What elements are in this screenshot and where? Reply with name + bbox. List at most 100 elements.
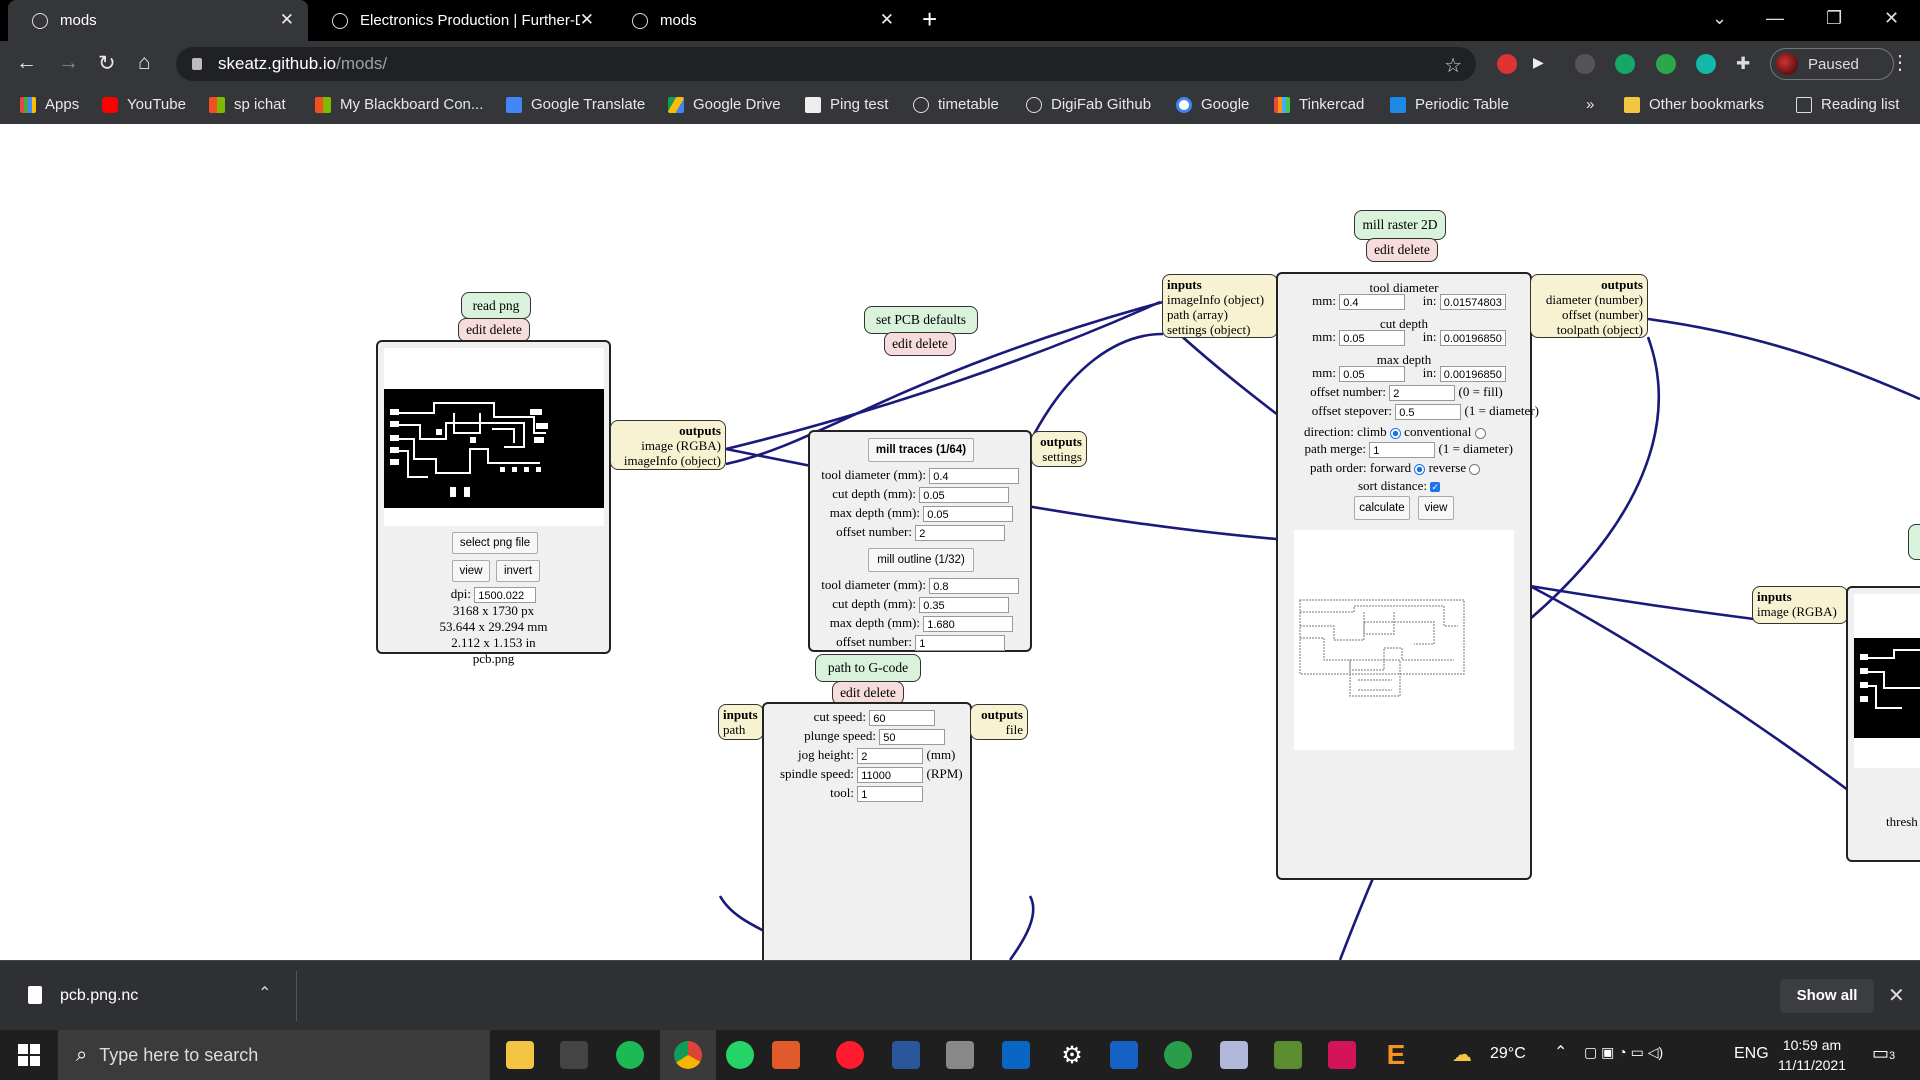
puzzle-extensions-icon[interactable]: ✚ bbox=[1736, 54, 1751, 73]
minimize-button[interactable]: — bbox=[1766, 8, 1784, 28]
input-settings[interactable]: settings (object) bbox=[1167, 322, 1251, 337]
new-tab-button[interactable]: + bbox=[922, 4, 938, 34]
input-imageinfo[interactable]: imageInfo (object) bbox=[1167, 292, 1265, 307]
tab-search-icon[interactable]: ⌄ bbox=[1712, 8, 1728, 28]
output-image[interactable]: image (RGBA) bbox=[641, 438, 721, 453]
tab-mods-active[interactable]: mods ✕ bbox=[8, 0, 308, 41]
minecraft-icon[interactable] bbox=[1274, 1041, 1302, 1069]
tool-diameter-in-input[interactable]: 0.01574803 bbox=[1439, 294, 1506, 311]
globe-app-icon[interactable] bbox=[1164, 1041, 1192, 1069]
bookmark-apps[interactable]: Apps bbox=[20, 96, 79, 113]
word-icon[interactable] bbox=[892, 1041, 920, 1069]
gcode-outputs[interactable]: outputs file bbox=[970, 704, 1028, 740]
view-button[interactable]: view bbox=[1418, 496, 1454, 520]
tab-electronics-production[interactable]: Electronics Production | Further-D ✕ bbox=[308, 0, 608, 41]
forward-radio[interactable] bbox=[1414, 463, 1426, 475]
app-icon[interactable] bbox=[1220, 1041, 1248, 1069]
read-png-title[interactable]: read png bbox=[461, 292, 531, 319]
plunge-speed-input[interactable]: 50 bbox=[879, 729, 946, 746]
spotify-icon[interactable] bbox=[616, 1041, 644, 1069]
bookmark-timetable[interactable]: timetable bbox=[913, 96, 999, 113]
back-icon[interactable]: ← bbox=[16, 51, 37, 74]
mods-canvas[interactable]: read png edit delete bbox=[0, 124, 1920, 960]
system-tray-icons[interactable]: ▢ ▣ ◔ ▭ ◁) bbox=[1584, 1044, 1664, 1060]
address-bar[interactable]: skeatz.github.io/mods/ ☆ bbox=[176, 47, 1476, 81]
mill-traces-button[interactable]: mill traces (1/64) bbox=[868, 438, 974, 462]
traces-tool-diameter-input[interactable]: 0.4 bbox=[929, 468, 1020, 485]
temperature[interactable]: 29°C bbox=[1490, 1045, 1526, 1062]
home-icon[interactable]: ⌂ bbox=[138, 51, 151, 74]
view-button[interactable]: view bbox=[452, 560, 490, 582]
output-diameter[interactable]: diameter (number) bbox=[1545, 292, 1643, 307]
conventional-radio[interactable] bbox=[1474, 427, 1486, 439]
close-download-bar-icon[interactable]: ✕ bbox=[1888, 985, 1905, 1007]
clock[interactable]: 10:59 am 11/11/2021 bbox=[1778, 1035, 1846, 1075]
download-item[interactable]: pcb.png.nc bbox=[60, 987, 139, 1004]
forza-icon[interactable] bbox=[1328, 1041, 1356, 1069]
windows-start-icon[interactable] bbox=[18, 1044, 40, 1066]
climb-radio[interactable] bbox=[1389, 427, 1401, 439]
jog-height-input[interactable]: 2 bbox=[857, 748, 924, 765]
calculate-button[interactable]: calculate bbox=[1354, 496, 1410, 520]
cut-depth-in-input[interactable]: 0.00196850 bbox=[1439, 330, 1506, 347]
mill-inputs[interactable]: inputs imageInfo (object) path (array) s… bbox=[1162, 274, 1278, 338]
gcode-edit-delete[interactable]: edit delete bbox=[832, 681, 904, 705]
gcode-inputs[interactable]: inputs path bbox=[718, 704, 764, 740]
predator-icon[interactable] bbox=[560, 1041, 588, 1069]
bookmark-star-icon[interactable]: ☆ bbox=[1444, 55, 1462, 77]
set-pcb-defaults-title[interactable]: set PCB defaults bbox=[864, 306, 978, 334]
mill-edit-delete[interactable]: edit delete bbox=[1366, 238, 1438, 262]
cut-depth-mm-input[interactable]: 0.05 bbox=[1339, 330, 1406, 347]
show-all-button[interactable]: Show all bbox=[1780, 979, 1874, 1013]
spindle-speed-input[interactable]: 11000 bbox=[857, 767, 924, 784]
input-path[interactable]: path bbox=[723, 722, 746, 737]
close-tab-icon[interactable]: ✕ bbox=[579, 10, 594, 29]
read-png-outputs[interactable]: outputs image (RGBA) imageInfo (object) bbox=[610, 420, 726, 470]
mill-outputs[interactable]: outputs diameter (number) offset (number… bbox=[1530, 274, 1648, 338]
discord-icon[interactable] bbox=[772, 1041, 800, 1069]
file-explorer-icon[interactable] bbox=[506, 1041, 534, 1069]
bookmark-google-drive[interactable]: Google Drive bbox=[668, 96, 781, 113]
store-icon[interactable] bbox=[1002, 1041, 1030, 1069]
output-settings[interactable]: settings bbox=[1042, 449, 1082, 464]
close-window-button[interactable]: ✕ bbox=[1884, 8, 1900, 28]
bookmark-youtube[interactable]: YouTube bbox=[102, 96, 186, 113]
mill-outline-button[interactable]: mill outline (1/32) bbox=[868, 548, 974, 572]
invert-button[interactable]: invert bbox=[496, 560, 540, 582]
photos-icon[interactable] bbox=[946, 1041, 974, 1069]
max-depth-mm-input[interactable]: 0.05 bbox=[1339, 366, 1406, 383]
pcb-outputs[interactable]: outputs settings bbox=[1031, 431, 1087, 467]
path-merge-input[interactable]: 1 bbox=[1369, 442, 1436, 459]
outline-max-depth-input[interactable]: 1.680 bbox=[923, 616, 1014, 633]
tab-mods-2[interactable]: mods ✕ bbox=[608, 0, 908, 41]
close-tab-icon[interactable]: ✕ bbox=[279, 10, 294, 29]
path-to-gcode-title[interactable]: path to G-code bbox=[815, 654, 921, 682]
weather-icon[interactable]: ☁ bbox=[1452, 1044, 1472, 1066]
tool-input[interactable]: 1 bbox=[857, 786, 924, 803]
select-png-file-button[interactable]: select png file bbox=[452, 532, 538, 554]
chrome-taskbar-active[interactable] bbox=[660, 1030, 716, 1080]
input-path[interactable]: path (array) bbox=[1167, 307, 1228, 322]
other-bookmarks[interactable]: Other bookmarks bbox=[1624, 96, 1764, 113]
wd-icon[interactable] bbox=[1110, 1041, 1138, 1069]
close-tab-icon[interactable]: ✕ bbox=[879, 10, 894, 29]
profile-button[interactable]: Paused bbox=[1770, 48, 1894, 80]
extension-b-icon[interactable] bbox=[1656, 54, 1676, 74]
taskbar-search[interactable]: ⌕ Type here to search bbox=[58, 1030, 490, 1080]
outline-cut-depth-input[interactable]: 0.35 bbox=[919, 597, 1010, 614]
bookmark-digifab-github[interactable]: DigiFab Github bbox=[1026, 96, 1151, 113]
sort-distance-checkbox[interactable]: ✓ bbox=[1430, 482, 1441, 493]
restore-button[interactable]: ❐ bbox=[1826, 8, 1843, 28]
language-indicator[interactable]: ENG bbox=[1734, 1045, 1769, 1062]
mill-raster-2d-title[interactable]: mill raster 2D bbox=[1354, 210, 1446, 240]
reading-list[interactable]: Reading list bbox=[1796, 96, 1899, 113]
chevron-up-icon[interactable]: ⌃ bbox=[258, 985, 272, 1002]
bookmark-google[interactable]: Google bbox=[1176, 96, 1249, 113]
bookmark-sp-ichat[interactable]: sp ichat bbox=[209, 96, 286, 113]
settings-gear-icon[interactable]: ⚙ bbox=[1061, 1042, 1083, 1069]
grammarly-extension-icon[interactable] bbox=[1615, 54, 1635, 74]
traces-offset-number-input[interactable]: 2 bbox=[915, 525, 1006, 542]
bookmark-tinkercad[interactable]: Tinkercad bbox=[1274, 96, 1364, 113]
max-depth-in-input[interactable]: 0.00196850 bbox=[1439, 366, 1506, 383]
output-offset[interactable]: offset (number) bbox=[1562, 307, 1643, 322]
